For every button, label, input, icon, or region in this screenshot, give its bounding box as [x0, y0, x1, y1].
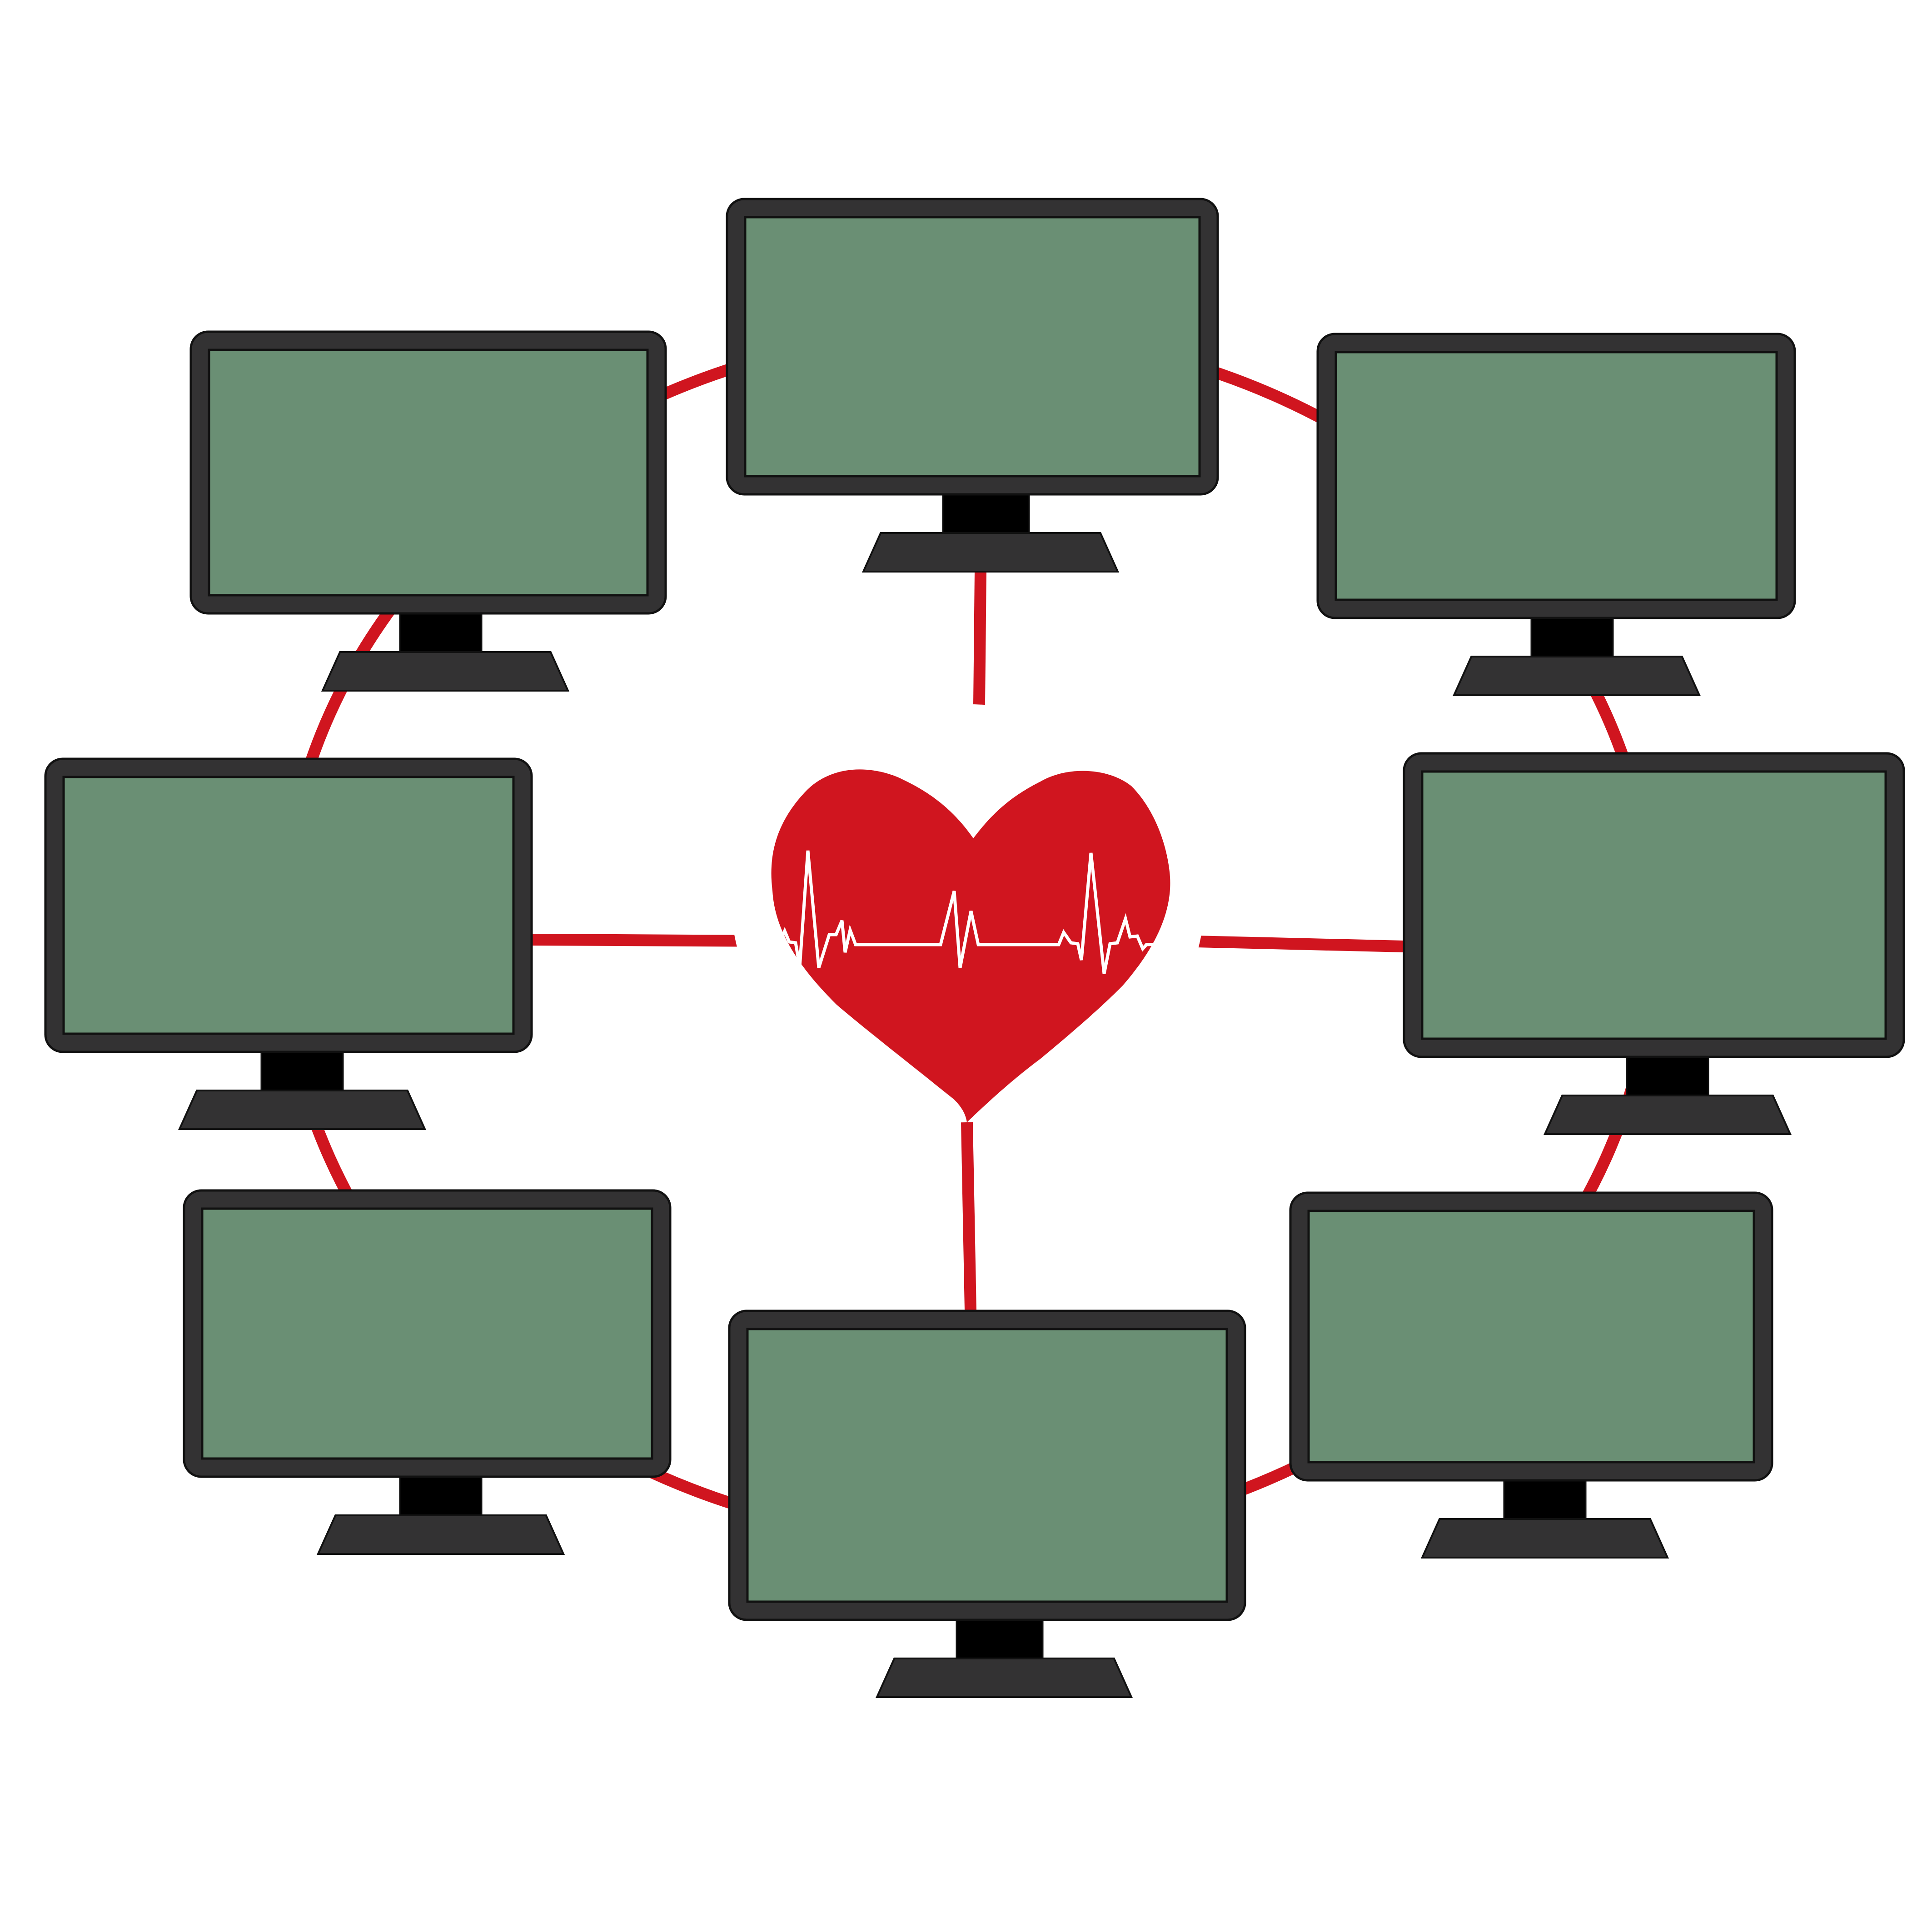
monitor-screen [746, 1328, 1228, 1603]
monitor-stand-neck [1530, 617, 1614, 657]
monitor-stand-neck [399, 612, 483, 653]
monitor-bottom [728, 1310, 1246, 1698]
monitor-top [726, 198, 1219, 573]
monitor-stand-base [321, 651, 570, 692]
monitor-stand-base [1452, 656, 1701, 696]
monitor-stand-neck [956, 1619, 1044, 1659]
monitor-bottom-right [1289, 1191, 1773, 1559]
monitor-stand-base [1420, 1518, 1669, 1559]
monitor-screen [62, 776, 515, 1035]
monitor-left [44, 757, 533, 1130]
heart-icon [732, 704, 1204, 1122]
monitor-stand-neck [260, 1051, 344, 1091]
monitor-stand-base [316, 1514, 565, 1555]
monitor-screen [208, 349, 649, 597]
monitor-top-left [189, 330, 667, 692]
monitor-stand-neck [399, 1476, 483, 1516]
monitor-stand-base [1543, 1095, 1792, 1135]
monitor-screen [1307, 1210, 1755, 1464]
monitor-stand-neck [942, 493, 1030, 534]
monitors [44, 198, 1905, 1698]
monitor-stand-neck [1626, 1056, 1709, 1096]
monitor-stand-base [875, 1658, 1133, 1698]
monitor-stand-base [861, 532, 1120, 573]
monitor-screen [1334, 351, 1778, 601]
monitor-stand-neck [1503, 1479, 1587, 1520]
monitor-top-right [1316, 333, 1796, 696]
monitor-screen [1421, 770, 1887, 1040]
spoke-bottom [961, 1122, 976, 1311]
heart-shape [771, 769, 1170, 1122]
monitor-stand-base [178, 1090, 427, 1130]
monitor-bottom-left [183, 1189, 672, 1555]
ecg-pulse-icon [754, 850, 1175, 974]
monitor-right [1403, 752, 1905, 1135]
monitor-screen [201, 1207, 653, 1460]
monitor-screen [744, 216, 1201, 478]
